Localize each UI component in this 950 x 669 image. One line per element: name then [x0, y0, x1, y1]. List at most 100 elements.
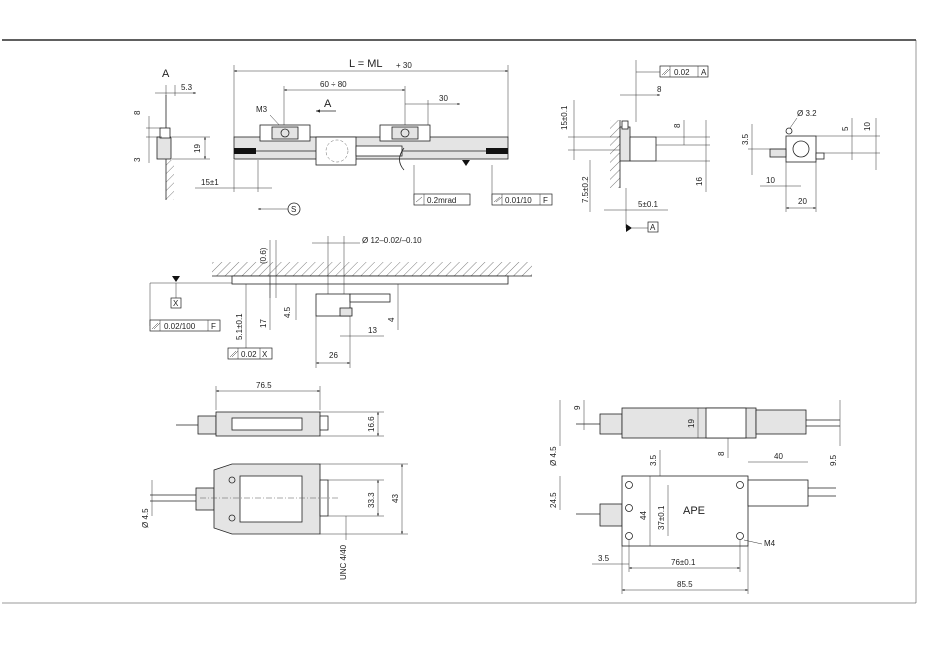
view-a-wall-hatch: [166, 160, 174, 200]
dim-5: 5: [841, 126, 850, 131]
fcf-0-01: 0.01/10: [505, 196, 532, 205]
view-a-label: A: [162, 68, 170, 80]
mount-scale-profile: [232, 276, 508, 284]
datum-a: A: [650, 223, 656, 232]
ape-side-connector: [600, 414, 622, 434]
scale-strip-right: [486, 148, 508, 154]
section-view: 0.02 A 8 15±0.1 7.5±0.2 8 16 5±0.1: [560, 60, 710, 232]
view-a-head: [160, 128, 170, 138]
dim-10b: 10: [766, 176, 775, 185]
dim-17: 17: [259, 319, 268, 328]
dim-3-5a: 3.5: [741, 133, 750, 145]
dim-9a: 9: [573, 405, 582, 410]
dim-76: 76±0.1: [671, 558, 696, 567]
dim-apertures: 60 ÷ 80: [320, 80, 347, 89]
ape-top-connector: [600, 504, 622, 526]
head-side-view: 76.5 16.6: [176, 381, 384, 436]
dim-76-5: 76.5: [256, 381, 272, 390]
fcf-x-ref: X: [262, 350, 268, 359]
scale-strip: [234, 148, 256, 154]
fcf-0-02-a: 0.02 A: [660, 66, 708, 77]
dim-8d: 8: [717, 451, 726, 456]
head-top-view: Ø 4.5 33.3 43 UNC 4/40: [141, 464, 408, 580]
dim-5pm01: 5±0.1: [638, 200, 659, 209]
section-head: [630, 137, 656, 161]
section-wall-hatch: [610, 120, 620, 188]
fcf-ref-f: F: [543, 196, 548, 205]
fcf-0-2mrad: 0.2mrad: [414, 194, 470, 205]
label-m4: M4: [764, 539, 776, 548]
reading-head: [316, 137, 356, 165]
fcf-top-ref: A: [701, 68, 707, 77]
dim-dia12: Ø 12–0.02/–0.10: [362, 236, 422, 245]
dim-15pm1: 15±1: [201, 178, 219, 187]
dim-4-5a: 4.5: [283, 306, 292, 318]
dim-3: 3: [133, 157, 142, 162]
ape-top-view: APE 3.5 40 24.5 44 37±0.1 M4 3.5 76±0.1 …: [549, 450, 836, 594]
ape-side-view: 9 Ø 4.5 19 8 9.5: [549, 400, 840, 466]
dim-7-5: 7.5±0.2: [581, 176, 590, 203]
section-part: [620, 127, 630, 161]
dim-3-5c: 3.5: [598, 554, 610, 563]
label-ape: APE: [683, 505, 705, 517]
dim-length: L = ML: [349, 58, 383, 70]
dim-43: 43: [391, 494, 400, 503]
dim-16: 16: [695, 177, 704, 186]
dim-dia45a: Ø 4.5: [141, 508, 150, 528]
dim-dia-3-2: Ø 3.2: [797, 109, 817, 118]
view-a-detail: A 5.3 8 3 19: [133, 68, 210, 200]
view-a-body: [157, 137, 171, 159]
dim-15pm01: 15±0.1: [560, 105, 569, 130]
mounting-section: (0.6) Ø 12–0.02/–0.10 X 0.02/100 F 5.1±0…: [150, 236, 532, 368]
scale-top-view: L = ML + 30 60 ÷ 80 A 30 M3: [195, 58, 552, 215]
dia-3-2-leader: [790, 118, 797, 128]
end-view: Ø 3.2 3.5 5 10 10 20: [741, 109, 880, 212]
ape-top-tab: [748, 480, 808, 506]
end-view-hole: [786, 128, 792, 134]
fcf-100: 0.02/100: [164, 322, 196, 331]
ape-side-body-step: [706, 408, 746, 438]
datum-x: X: [173, 299, 179, 308]
s-label: S: [291, 205, 296, 214]
fcf-top: 0.02: [674, 68, 690, 77]
dim-26: 26: [329, 351, 338, 360]
top-body-inner: [240, 476, 302, 522]
datum-f-triangle: [462, 160, 470, 166]
section-part-tab: [622, 121, 628, 129]
dim-20: 20: [798, 197, 807, 206]
dim-85-5: 85.5: [677, 580, 693, 589]
section-a-label: A: [324, 98, 332, 110]
end-view-cable: [770, 149, 786, 157]
mount-head-cable: [350, 294, 390, 302]
end-view-body: [786, 136, 816, 162]
dim-16-6: 16.6: [367, 416, 376, 432]
dim-24-5: 24.5: [549, 492, 558, 508]
top-connector: [196, 488, 214, 510]
dim-8a: 8: [133, 110, 142, 115]
fcf-x: 0.02: [241, 350, 257, 359]
mount-head-base: [340, 308, 352, 316]
dim-5-1: 5.1±0.1: [235, 313, 244, 340]
datum-a-triangle: [626, 224, 632, 232]
dim-8b: 8: [657, 85, 662, 94]
dim-30: 30: [439, 94, 448, 103]
label-m3: M3: [256, 105, 268, 114]
fcf-0-02-x: 0.02 X: [228, 348, 272, 359]
dim-33-3: 33.3: [367, 492, 376, 508]
label-unc: UNC 4/40: [339, 544, 348, 580]
fcf-100-ref: F: [211, 322, 216, 331]
dim-4: 4: [387, 317, 396, 322]
dim-13: 13: [368, 326, 377, 335]
dim-8c: 8: [673, 123, 682, 128]
dim-10a: 10: [863, 122, 872, 131]
dim-dia45b: Ø 4.5: [549, 446, 558, 466]
dim-19b: 19: [687, 419, 696, 428]
dim-44: 44: [639, 511, 648, 520]
end-view-tab: [816, 153, 824, 159]
dim-3-5b: 3.5: [649, 454, 658, 466]
dim-40: 40: [774, 452, 783, 461]
dim-length-suffix: + 30: [396, 61, 412, 70]
datum-x-triangle: [172, 276, 180, 282]
fcf-0-02-100: 0.02/100 F: [150, 320, 220, 331]
